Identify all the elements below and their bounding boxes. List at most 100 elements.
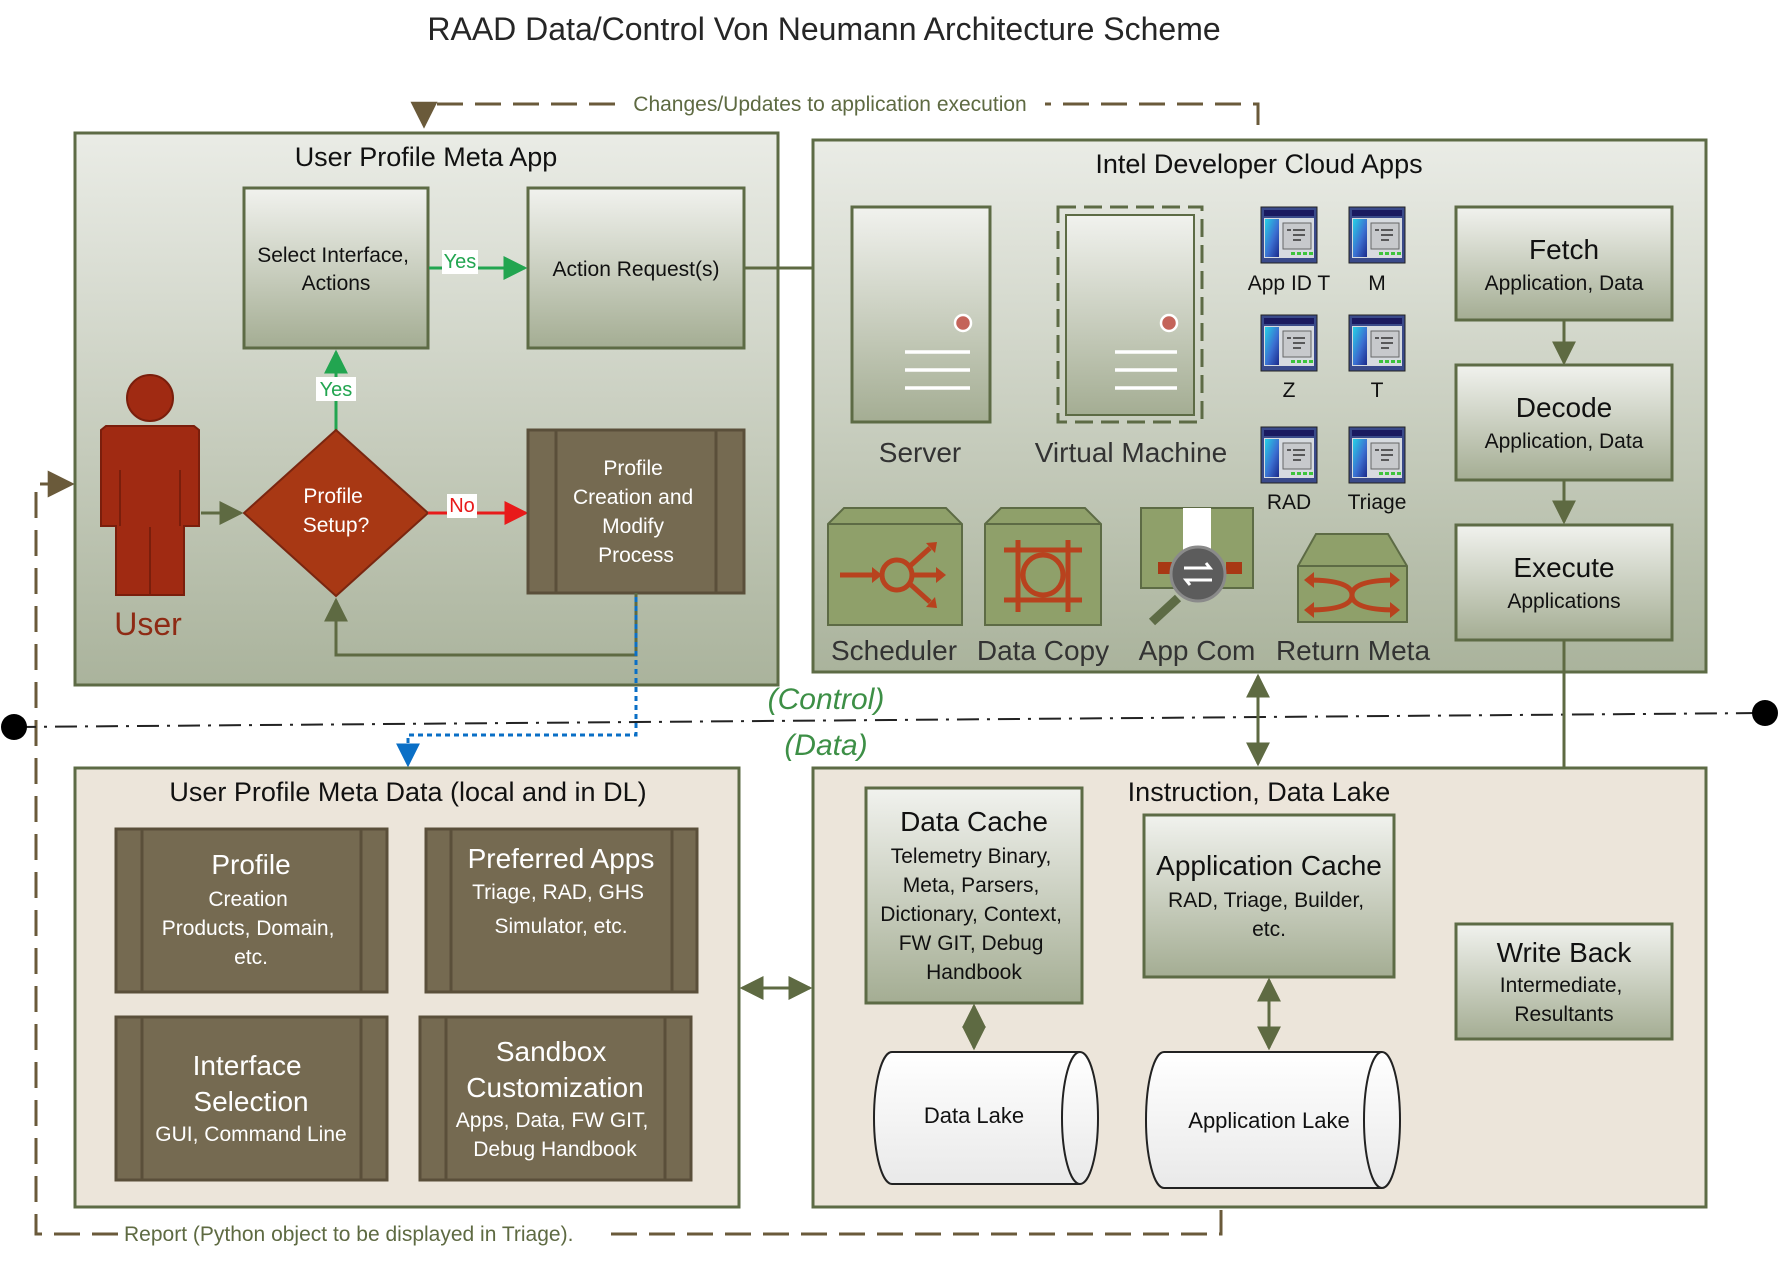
profile-card: Profile Creation Products, Domain, etc. <box>114 827 389 994</box>
app-com-icon <box>1140 507 1254 626</box>
app-cache-line-1: RAD, Triage, Builder, <box>1168 889 1364 912</box>
action-request-label: Action Request(s) <box>553 258 720 281</box>
interface-line-1: GUI, Command Line <box>155 1123 346 1146</box>
sandbox-line-2: Debug Handbook <box>473 1138 637 1161</box>
svg-text:Interface Selection: Interface Selection <box>193 1050 310 1117</box>
user-profile-app-title: User Profile Meta App <box>295 142 558 172</box>
interface-selection-card: Interface Selection GUI, Command Line <box>114 1015 389 1182</box>
decode-title: Decode <box>1516 392 1613 423</box>
sandbox-title-line-1: Sandbox <box>496 1036 607 1067</box>
decode-sub: Application, Data <box>1485 430 1644 453</box>
svg-text:Creation Products, Dom: Creation Products, Domain, etc. <box>162 888 341 969</box>
user-figure-icon <box>100 374 200 596</box>
return-meta-icon <box>1297 533 1408 623</box>
execute-sub: Applications <box>1507 590 1620 613</box>
app-lake-label: Application Lake <box>1188 1108 1349 1133</box>
vm-label: Virtual Machine <box>1035 437 1227 468</box>
scheduler-icon <box>827 507 963 626</box>
changes-label: Changes/Updates to application execution <box>633 93 1026 116</box>
virtual-machine-icon <box>1056 205 1204 424</box>
app-label-triage: Triage <box>1348 491 1407 514</box>
diamond-line-1: Profile <box>303 485 363 508</box>
app-m-icon <box>1348 206 1406 264</box>
svg-text:Triage, RAD, GHS Simul: Triage, RAD, GHS Simulator, etc. <box>472 881 650 938</box>
svg-text:Apps, Data, FW GIT, De: Apps, Data, FW GIT, Debug Handbook <box>456 1109 654 1161</box>
application-cache-box: Application Cache RAD, Triage, Builder, … <box>1142 813 1396 979</box>
app-rad-icon <box>1260 426 1318 484</box>
select-interface-box: Select Interface, Actions <box>242 186 430 350</box>
svg-text:RAD, Triage, Builder,: RAD, Triage, Builder, etc. <box>1168 889 1370 941</box>
interface-title-line-2: Selection <box>193 1086 308 1117</box>
app-cache-line-2: etc. <box>1252 918 1286 941</box>
data-cache-line-3: Dictionary, Context, <box>880 903 1062 926</box>
app-label-rad: RAD <box>1267 491 1311 514</box>
control-data-divider: (Control) (Data) <box>1 683 1778 762</box>
data-cache-title: Data Cache <box>900 806 1048 837</box>
data-label: (Data) <box>784 729 867 762</box>
preferred-apps-title: Preferred Apps <box>468 843 655 874</box>
interface-title-line-1: Interface <box>193 1050 302 1081</box>
server-label: Server <box>879 437 961 468</box>
process-line-1: Profile <box>603 457 663 480</box>
intel-cloud-apps-panel: Intel Developer Cloud Apps Server Virtua… <box>811 138 1708 674</box>
instruction-data-lake-panel: Instruction, Data Lake Data Cache Teleme… <box>811 766 1708 1209</box>
profile-setup-decision: Profile Setup? <box>242 428 430 598</box>
execute-box: Execute Applications <box>1454 523 1674 642</box>
application-lake-cylinder-icon <box>1145 1051 1401 1189</box>
svg-text:Profile Creation and: Profile Creation and Modify Process <box>573 457 699 567</box>
execute-title: Execute <box>1513 552 1614 583</box>
report-label: Report (Python object to be displayed in… <box>124 1223 573 1246</box>
app-label-m: M <box>1368 272 1386 295</box>
svg-text:Select Interface, Acti: Select Interface, Actions <box>257 244 415 295</box>
svg-text:Sandbox Customization: Sandbox Customization <box>466 1036 643 1103</box>
app-t-icon <box>1348 314 1406 372</box>
diamond-line-2: Setup? <box>303 514 370 537</box>
process-line-2: Creation and <box>573 486 693 509</box>
cloud-apps-title: Intel Developer Cloud Apps <box>1095 149 1422 179</box>
action-request-box: Action Request(s) <box>526 186 746 350</box>
app-z-icon <box>1260 314 1318 372</box>
write-back-line-1: Intermediate, <box>1500 974 1623 997</box>
data-copy-label: Data Copy <box>977 635 1109 666</box>
data-cache-line-5: Handbook <box>926 961 1022 984</box>
meta-data-title: User Profile Meta Data (local and in DL) <box>169 777 646 807</box>
profile-card-line-1: Creation <box>208 888 287 911</box>
select-interface-line-2: Actions <box>302 272 371 295</box>
svg-text:Profile Setup?: Profile Setup? <box>303 485 370 537</box>
profile-card-line-3: etc. <box>234 946 268 969</box>
app-cache-title: Application Cache <box>1156 850 1382 881</box>
sandbox-line-1: Apps, Data, FW GIT, <box>456 1109 649 1132</box>
data-lake-label: Data Lake <box>924 1103 1024 1128</box>
app-triage-icon <box>1348 426 1406 484</box>
scheduler-label: Scheduler <box>831 635 957 666</box>
sandbox-customization-card: Sandbox Customization Apps, Data, FW GIT… <box>418 1015 693 1182</box>
svg-text:Telemetry Binary, Meta: Telemetry Binary, Meta, Parsers, Diction… <box>880 845 1068 984</box>
diagram-title: RAAD Data/Control Von Neumann Architectu… <box>427 11 1220 47</box>
user-profile-meta-data-panel: User Profile Meta Data (local and in DL)… <box>73 766 741 1209</box>
data-lake-panel-title: Instruction, Data Lake <box>1128 777 1391 807</box>
preferred-apps-line-1: Triage, RAD, GHS <box>472 881 644 904</box>
data-lake-cylinder-icon <box>873 1051 1099 1185</box>
profile-card-title: Profile <box>211 849 290 880</box>
profile-card-line-2: Products, Domain, <box>162 917 335 940</box>
data-cache-line-2: Meta, Parsers, <box>903 874 1040 897</box>
fetch-sub: Application, Data <box>1485 272 1644 295</box>
report-feedback-connector: Report (Python object to be displayed in… <box>34 470 1223 1246</box>
changes-feedback-connector: Changes/Updates to application execution <box>410 93 1260 129</box>
process-to-metadata-link <box>396 597 638 768</box>
app-id-icon <box>1260 206 1318 264</box>
fetch-title: Fetch <box>1529 234 1599 265</box>
preferred-apps-card: Preferred Apps Triage, RAD, GHS Simulato… <box>424 827 699 994</box>
decode-box: Decode Application, Data <box>1454 363 1674 482</box>
svg-text:Intermediate, Resultan: Intermediate, Resultants <box>1500 974 1628 1026</box>
profile-creation-process-box: Profile Creation and Modify Process <box>526 428 746 595</box>
data-cache-box: Data Cache Telemetry Binary, Meta, Parse… <box>864 786 1084 1005</box>
user-label: User <box>114 606 182 642</box>
data-cache-line-4: FW GIT, Debug <box>899 932 1044 955</box>
sandbox-title-line-2: Customization <box>466 1072 643 1103</box>
data-copy-icon <box>984 507 1102 626</box>
control-label: (Control) <box>768 683 885 716</box>
write-back-title: Write Back <box>1497 937 1633 968</box>
